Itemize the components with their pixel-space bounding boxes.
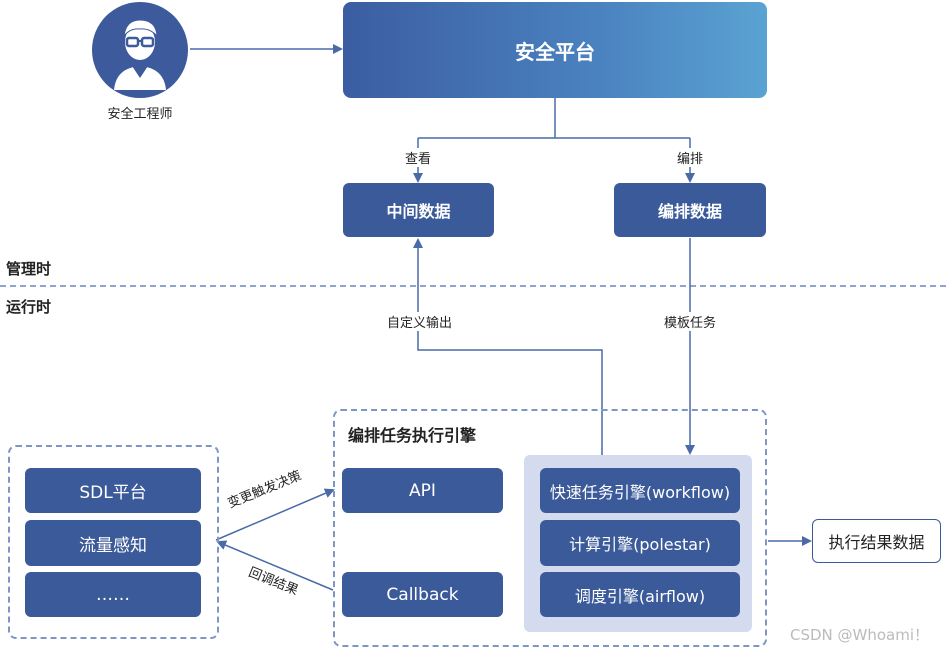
edge-label-orchestrate: 编排 (675, 148, 706, 167)
callback-box: Callback (342, 572, 503, 617)
engine-airflow: 调度引擎(airflow) (540, 572, 740, 617)
engineer-avatar-icon (92, 2, 188, 98)
watermark: CSDN @Whoami！ (790, 626, 930, 644)
edge-callback-result (216, 540, 334, 591)
zone-management: 管理时 (6, 260, 52, 278)
external-platforms-group (8, 445, 219, 639)
zone-runtime: 运行时 (6, 298, 52, 316)
engineer-label: 安全工程师 (107, 107, 173, 122)
security-platform: 安全平台 (343, 2, 767, 98)
left-item-traffic: 流量感知 (25, 520, 201, 566)
left-item-sdl: SDL平台 (25, 468, 201, 513)
engine-workflow: 快速任务引擎(workflow) (540, 468, 740, 513)
execution-result-box: 执行结果数据 (812, 519, 941, 563)
engine-group (333, 409, 767, 647)
orchestration-data-box: 编排数据 (614, 183, 766, 237)
edge-change-trigger (215, 488, 335, 541)
engine-title: 编排任务执行引擎 (348, 426, 477, 445)
engineer-avatar (92, 2, 188, 98)
edge-label-template-task: 模板任务 (662, 312, 719, 331)
intermediate-data-box: 中间数据 (343, 183, 494, 237)
api-box: API (342, 468, 503, 513)
engine-polestar: 计算引擎(polestar) (540, 520, 740, 566)
edge-label-custom-output: 自定义输出 (385, 312, 455, 331)
edge-label-view: 查看 (403, 148, 434, 167)
edge-custom-output (413, 238, 603, 455)
left-item-more: …… (25, 572, 201, 617)
